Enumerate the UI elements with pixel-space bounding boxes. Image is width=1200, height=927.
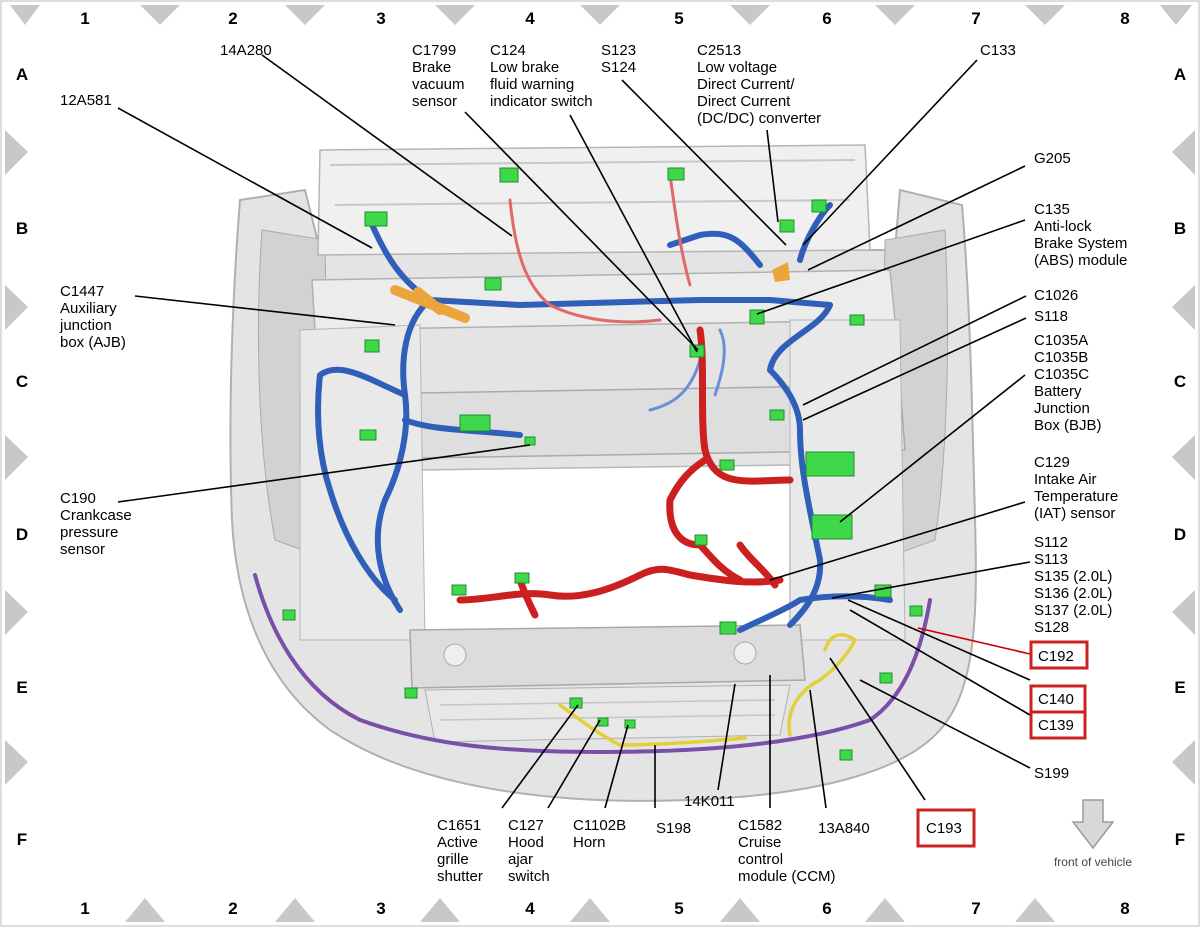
grid-col-label: 4 <box>525 899 535 918</box>
label-c127: C127 Hood ajar switch <box>508 817 550 885</box>
grid-col-label: 5 <box>674 899 683 918</box>
label-c190: C190 Crankcase pressure sensor <box>60 490 136 558</box>
component-labels: 12A581 14A280 C1799 Brake vacuum sensor … <box>59 42 1132 885</box>
label-g205: G205 <box>1034 150 1071 167</box>
grid-row-labels-left: A B C D E F <box>16 65 28 849</box>
grid-col-label: 3 <box>376 899 385 918</box>
grid-row-label: A <box>1174 65 1186 84</box>
grid-column-labels-bottom: 1 2 3 4 5 6 7 8 <box>80 899 1129 918</box>
grid-row-label: F <box>17 830 27 849</box>
label-s123-s124: S123 S124 <box>601 42 640 76</box>
front-of-vehicle-label: front of vehicle <box>1054 855 1132 869</box>
label-c1026: C1026 <box>1034 287 1078 304</box>
label-13a840: 13A840 <box>818 820 870 837</box>
label-14k011: 14K011 <box>684 793 735 810</box>
label-12a581: 12A581 <box>60 92 112 109</box>
grid-column-labels-top: 1 2 3 4 5 6 7 8 <box>80 9 1129 28</box>
grid-row-label: E <box>1174 678 1185 697</box>
grid-row-label: C <box>1174 372 1186 391</box>
grid-col-label: 6 <box>822 899 831 918</box>
grid-col-label: 3 <box>376 9 385 28</box>
grid-row-label: E <box>16 678 27 697</box>
grid-col-label: 4 <box>525 9 535 28</box>
label-s199: S199 <box>1034 765 1069 782</box>
label-c1799: C1799 Brake vacuum sensor <box>412 42 469 110</box>
label-c1102b: C1102B Horn <box>573 817 630 851</box>
label-c1582: C1582 Cruise control module (CCM) <box>738 817 836 885</box>
grid-col-label: 2 <box>228 9 237 28</box>
grid-col-label: 7 <box>971 9 980 28</box>
label-c193: C193 <box>926 820 962 837</box>
label-c139: C139 <box>1038 717 1074 734</box>
label-s118: S118 <box>1034 308 1068 325</box>
grid-col-label: 1 <box>80 9 89 28</box>
grid-row-label: B <box>16 219 28 238</box>
wiring-harness <box>253 173 932 755</box>
label-c135: C135 Anti-lock Brake System (ABS) module <box>1034 201 1132 269</box>
callout-lines <box>117 54 1031 809</box>
grid-col-label: 1 <box>80 899 89 918</box>
label-c133: C133 <box>980 42 1016 59</box>
grid-col-label: 2 <box>228 899 237 918</box>
label-c1035: C1035A C1035B C1035C Battery Junction Bo… <box>1034 332 1102 434</box>
label-c1651: C1651 Active grille shutter <box>437 817 485 885</box>
label-c129: C129 Intake Air Temperature (IAT) sensor <box>1034 454 1122 522</box>
grid-col-label: 8 <box>1120 9 1129 28</box>
grid-col-label: 8 <box>1120 899 1129 918</box>
label-c140: C140 <box>1038 691 1074 708</box>
highlight-boxes <box>916 640 1089 848</box>
label-s112-group: S112 S113 S135 (2.0L) S136 (2.0L) S137 (… <box>1034 534 1117 636</box>
front-of-vehicle-indicator: front of vehicle <box>1054 799 1132 869</box>
label-c192: C192 <box>1038 648 1074 665</box>
label-s198: S198 <box>656 820 691 837</box>
connectors <box>282 167 923 761</box>
grid-row-label: D <box>16 525 28 544</box>
grid-row-label: B <box>1174 219 1186 238</box>
grid-col-label: 5 <box>674 9 683 28</box>
grid-row-label: C <box>16 372 28 391</box>
label-c124: C124 Low brake fluid warning indicator s… <box>490 42 593 110</box>
grid-col-label: 7 <box>971 899 980 918</box>
callout-line-c192 <box>917 627 1031 655</box>
grid-row-label: F <box>1175 830 1185 849</box>
down-arrow-icon <box>1071 799 1115 850</box>
grid-row-label: D <box>1174 525 1186 544</box>
label-14a280: 14A280 <box>220 42 272 59</box>
label-c1447: C1447 Auxiliary junction box (AJB) <box>59 283 126 351</box>
grid-row-labels-right: A B C D E F <box>1174 65 1186 849</box>
grid-row-label: A <box>16 65 28 84</box>
border-markers <box>5 5 1195 922</box>
label-c2513: C2513 Low voltage Direct Current/ Direct… <box>697 42 821 127</box>
grid-col-label: 6 <box>822 9 831 28</box>
